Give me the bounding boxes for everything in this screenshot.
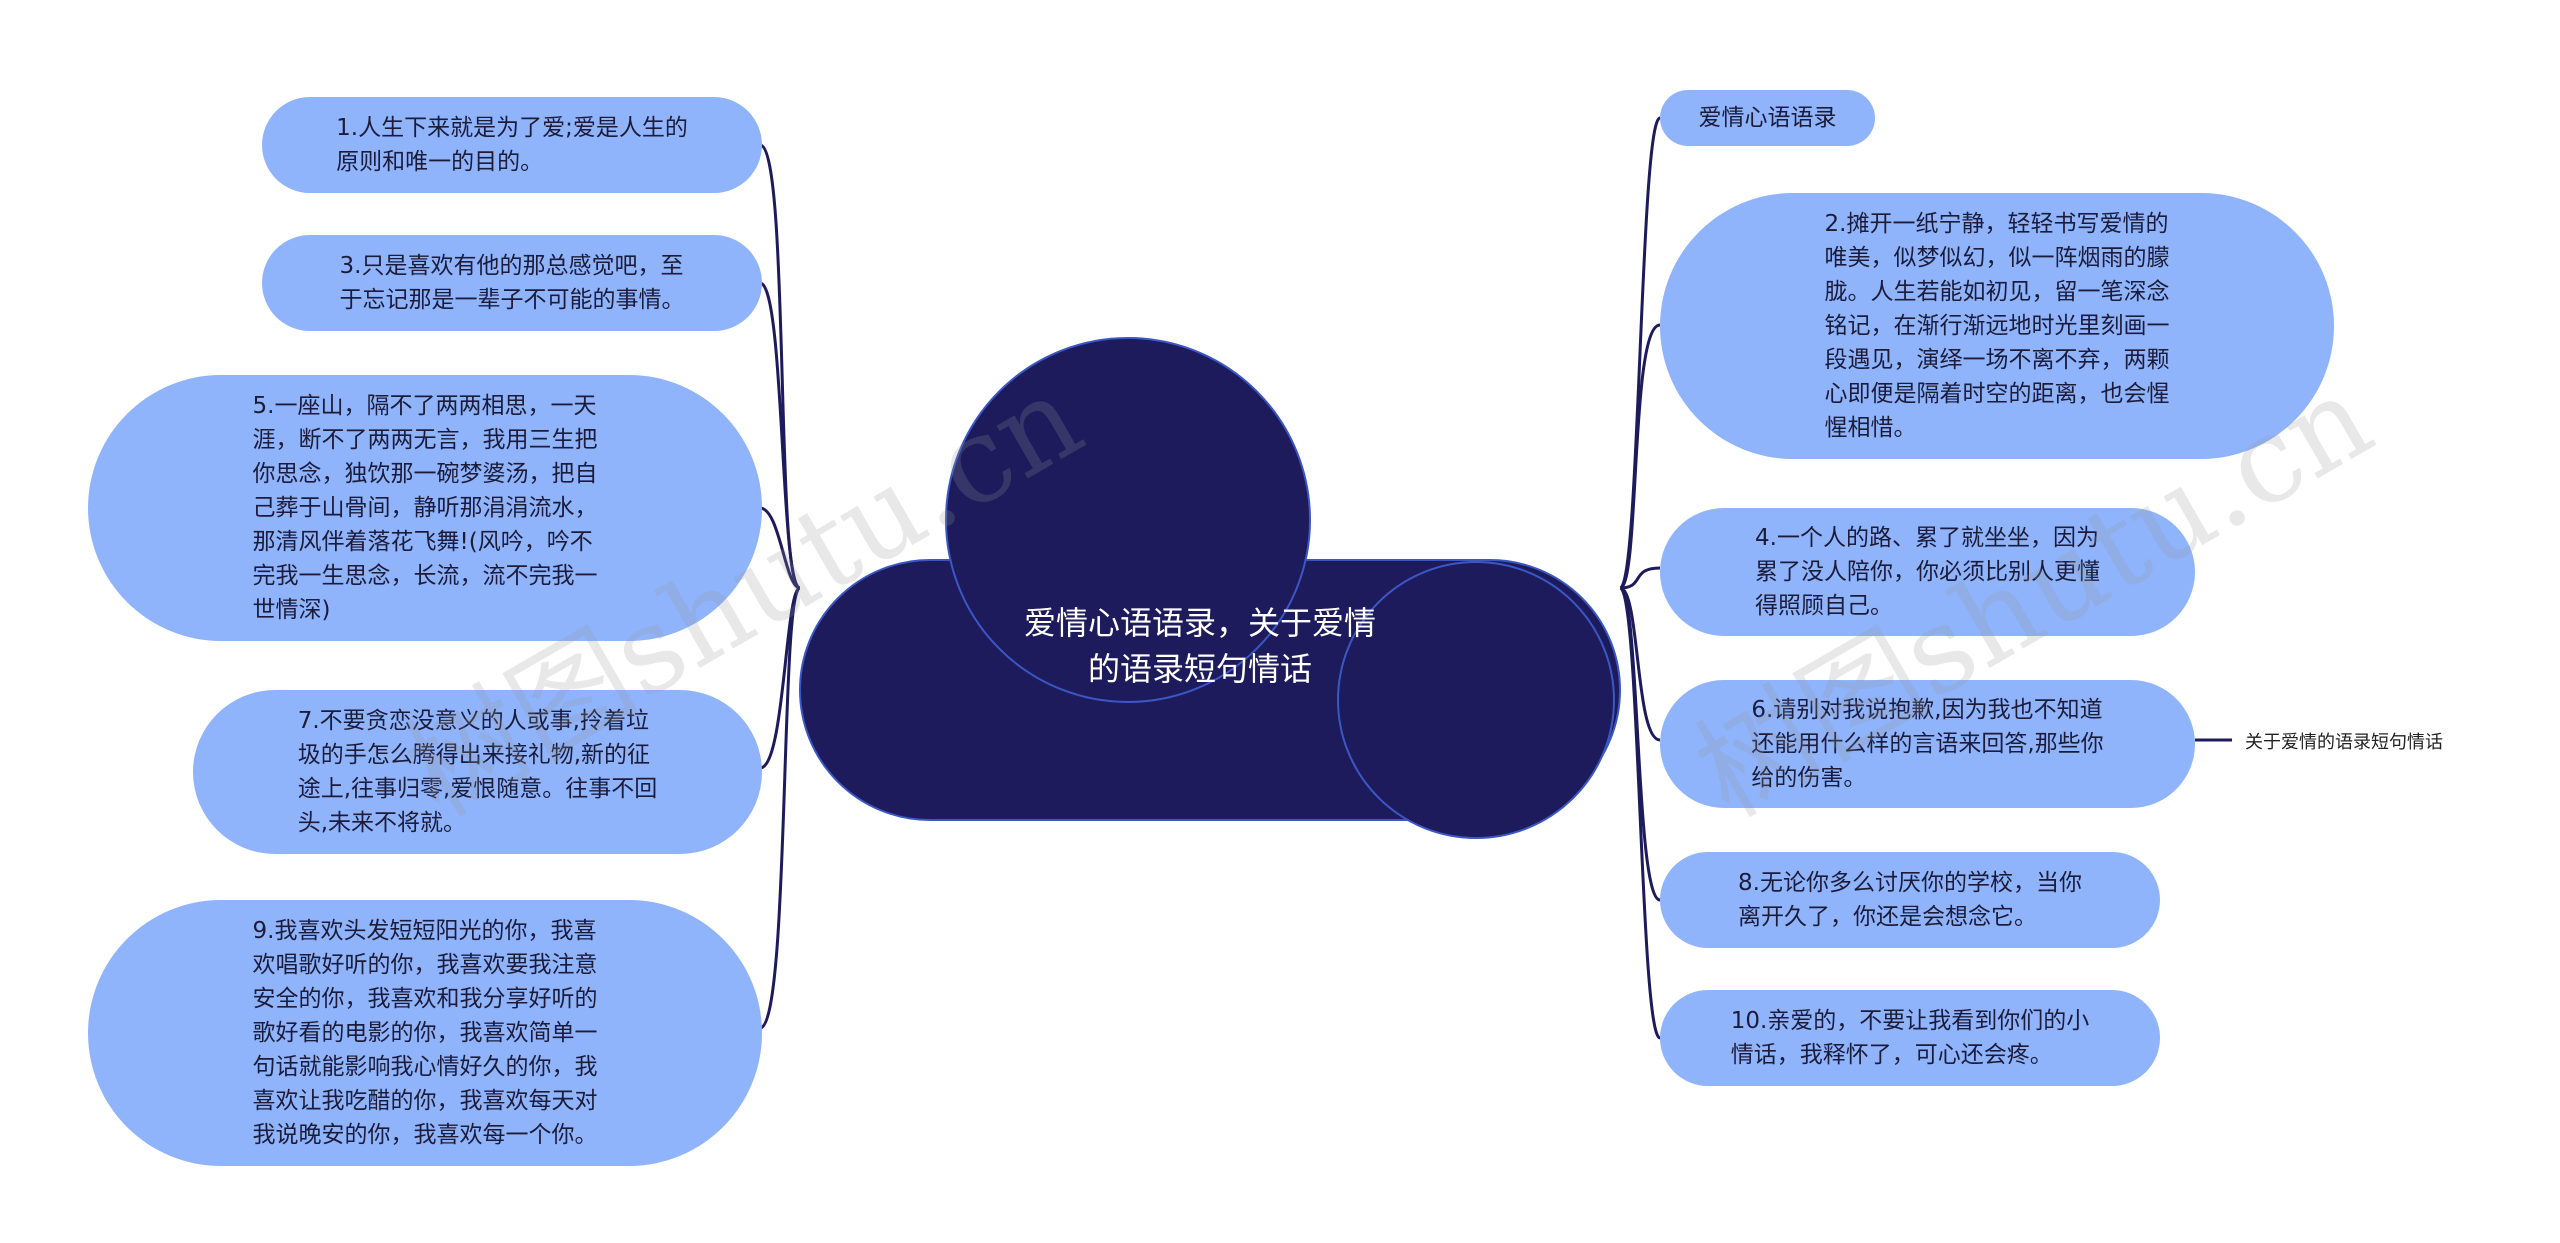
right-node-2[interactable]: 2.摊开一纸宁静，轻轻书写爱情的 唯美，似梦似幻，似一阵烟雨的朦 胧。人生若能如…	[1660, 193, 2334, 459]
leaf-label[interactable]: 关于爱情的语录短句情话	[2245, 732, 2443, 753]
node-text: 4.一个人的路、累了就坐坐，因为 累了没人陪你，你必须比别人更懂 得照顾自己。	[1755, 525, 2100, 619]
node-text: 爱情心语语录	[1698, 105, 1837, 131]
node-text: 10.亲爱的，不要让我看到你们的小 情话，我释怀了，可心还会疼。	[1730, 1008, 2090, 1068]
left-node-5[interactable]: 5.一座山，隔不了两两相思，一天 涯，断不了两两无言，我用三生把 你思念，独饮那…	[88, 375, 762, 641]
center-cloud[interactable]	[799, 337, 1621, 839]
node-text: 2.摊开一纸宁静，轻轻书写爱情的 唯美，似梦似幻，似一阵烟雨的朦 胧。人生若能如…	[1824, 211, 2170, 441]
node-text: 7.不要贪恋没意义的人或事,拎着垃 圾的手怎么腾得出来接礼物,新的征 途上,往事…	[297, 708, 658, 836]
left-node-1[interactable]: 1.人生下来就是为了爱;爱是人生的 原则和唯一的目的。	[262, 97, 762, 193]
node-text: 8.无论你多么讨厌你的学校，当你 离开久了，你还是会想念它。	[1738, 870, 2082, 930]
node-text: 1.人生下来就是为了爱;爱是人生的 原则和唯一的目的。	[336, 115, 688, 175]
left-node-7[interactable]: 7.不要贪恋没意义的人或事,拎着垃 圾的手怎么腾得出来接礼物,新的征 途上,往事…	[193, 690, 762, 854]
node-text: 3.只是喜欢有他的那总感觉吧，至 于忘记那是一辈子不可能的事情。	[339, 253, 685, 313]
node-text: 9.我喜欢头发短短阳光的你，我喜 欢唱歌好听的你，我喜欢要我注意 安全的你，我喜…	[252, 918, 598, 1148]
right-node-6[interactable]: 6.请别对我说抱歉,因为我也不知道 还能用什么样的言语来回答,那些你 给的伤害。	[1660, 680, 2195, 808]
right-node-topic[interactable]: 爱情心语语录	[1660, 90, 1875, 146]
node-text: 6.请别对我说抱歉,因为我也不知道 还能用什么样的言语来回答,那些你 给的伤害。	[1751, 697, 2104, 791]
center-title: 爱情心语语录，关于爱情 的语录短句情话	[1023, 604, 1376, 688]
node-text: 5.一座山，隔不了两两相思，一天 涯，断不了两两无言，我用三生把 你思念，独饮那…	[252, 393, 598, 623]
right-node-10[interactable]: 10.亲爱的，不要让我看到你们的小 情话，我释怀了，可心还会疼。	[1660, 990, 2160, 1086]
right-node-4[interactable]: 4.一个人的路、累了就坐坐，因为 累了没人陪你，你必须比别人更懂 得照顾自己。	[1660, 508, 2195, 636]
right-node-8[interactable]: 8.无论你多么讨厌你的学校，当你 离开久了，你还是会想念它。	[1660, 852, 2160, 948]
left-node-3[interactable]: 3.只是喜欢有他的那总感觉吧，至 于忘记那是一辈子不可能的事情。	[262, 235, 762, 331]
left-node-9[interactable]: 9.我喜欢头发短短阳光的你，我喜 欢唱歌好听的你，我喜欢要我注意 安全的你，我喜…	[88, 900, 762, 1166]
connectors	[759, 116, 2232, 1040]
